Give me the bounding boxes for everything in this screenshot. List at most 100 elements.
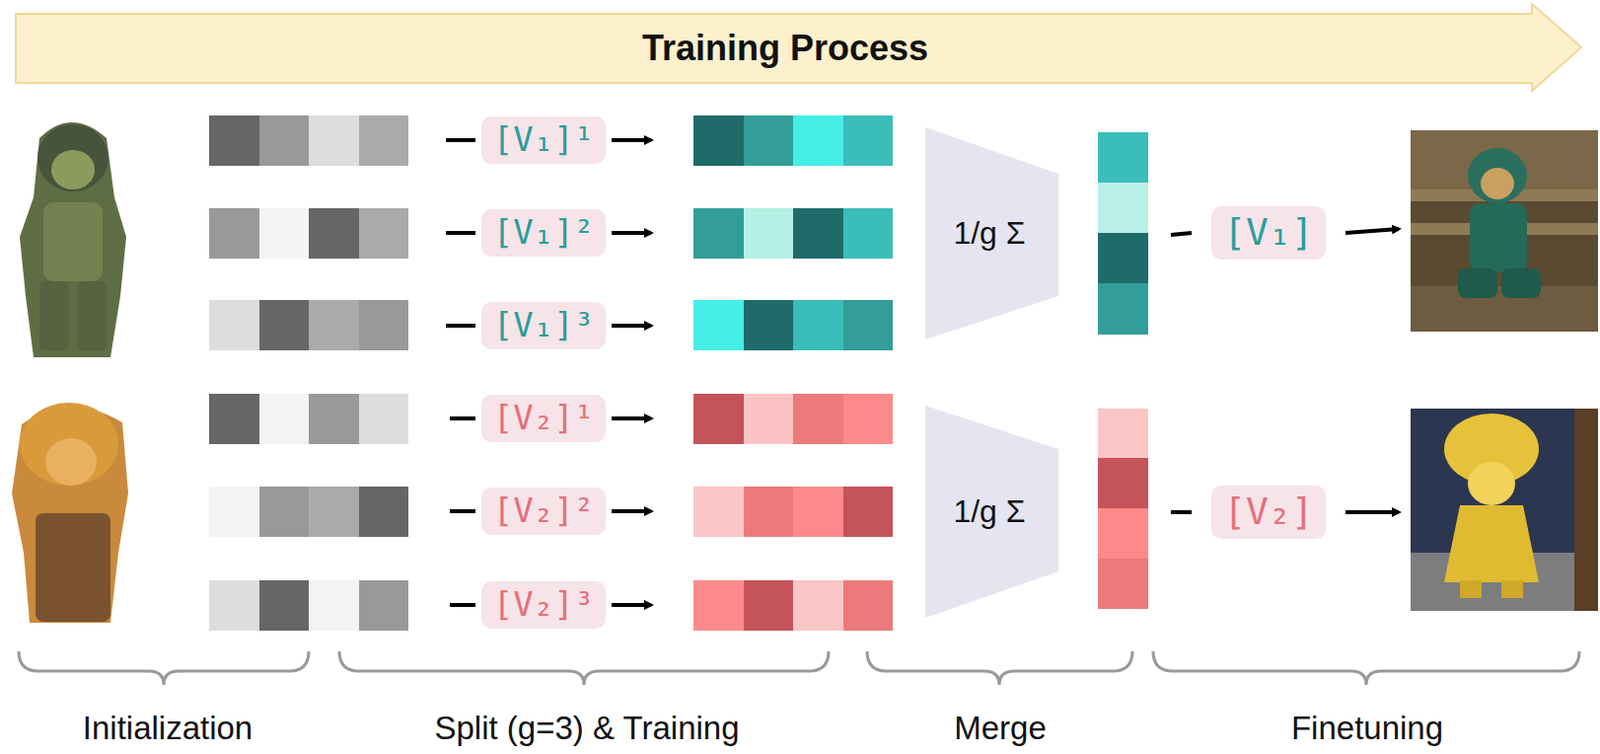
- vector-cell: [209, 580, 260, 631]
- vector-cell: [793, 580, 844, 631]
- vector-cell: [359, 486, 409, 537]
- flow-arrow: [611, 138, 652, 143]
- generated-image: [1410, 408, 1599, 611]
- merge-formula: 1/g Σ: [952, 215, 1025, 252]
- vector-cell: [793, 486, 844, 537]
- vector-cell: [209, 208, 260, 259]
- stage-label: Merge: [953, 709, 1047, 747]
- curly-bracket: [1153, 651, 1580, 685]
- vector-cell: [259, 580, 309, 631]
- token-label: [V₁]²: [493, 210, 594, 256]
- flow-arrow: [611, 230, 652, 235]
- vector-cell: [359, 580, 409, 631]
- vector-cell: [743, 115, 794, 166]
- flow-arrow: [611, 509, 652, 513]
- merge-trapezoid: 1/g Σ: [925, 405, 1059, 618]
- vector-cell: [308, 393, 360, 444]
- flow-arrow: [611, 602, 652, 607]
- vector-cell: [308, 299, 360, 351]
- vector-cell: [1097, 408, 1149, 458]
- statue-photo: [11, 402, 129, 623]
- vector-cell: [359, 115, 409, 166]
- vector-cell: [308, 486, 360, 537]
- vector-cell: [693, 486, 744, 537]
- flow-line: [1170, 232, 1192, 235]
- flow-line: [445, 230, 476, 235]
- vector-cell: [1097, 283, 1149, 335]
- vector-cell: [843, 393, 893, 444]
- vector-cell: [209, 115, 260, 166]
- diagram-title: Training Process: [642, 27, 929, 70]
- curly-bracket: [18, 651, 1580, 685]
- token-label: [V₂]³: [493, 581, 594, 628]
- vector-cell: [793, 299, 844, 351]
- merge-formula: 1/g Σ: [952, 493, 1025, 530]
- vector-cell: [793, 208, 844, 259]
- curly-bracket: [867, 651, 1133, 685]
- token-box: [V₂]²: [481, 487, 606, 535]
- flow-line: [445, 138, 476, 143]
- flow-line: [449, 602, 476, 607]
- token-label: [V₂]²: [493, 488, 594, 534]
- vector-cell: [308, 115, 360, 166]
- vector-cell: [843, 208, 893, 259]
- curly-bracket: [18, 651, 309, 685]
- vector-cell: [209, 393, 260, 444]
- stage-label: Initialization: [82, 709, 253, 747]
- embedding-vector: [209, 115, 409, 631]
- token-label: [V₁]¹: [493, 117, 594, 163]
- vector-cell: [743, 393, 794, 444]
- vector-cell: [308, 580, 360, 631]
- flow-line: [449, 509, 476, 513]
- vector-cell: [1097, 457, 1149, 509]
- merged-vector: [1097, 132, 1149, 609]
- vector-cell: [693, 393, 744, 444]
- token-box: [V₂]³: [481, 581, 606, 629]
- stage-label: Finetuning: [1291, 709, 1444, 747]
- flow-arrow: [1345, 509, 1399, 514]
- vector-cell: [1097, 132, 1149, 183]
- trapezoid-outline: [925, 127, 1059, 340]
- merge-trapezoid: 1/g Σ: [925, 127, 1059, 340]
- vector-cell: [693, 208, 744, 259]
- vector-cell: [259, 486, 309, 537]
- vector-cell: [209, 299, 260, 351]
- token-box: [V₁]: [1211, 206, 1326, 259]
- statue-photo: [19, 122, 127, 358]
- vector-cell: [793, 393, 844, 444]
- flow-arrow: [611, 323, 652, 328]
- curly-bracket: [339, 651, 829, 685]
- vector-cell: [359, 299, 409, 351]
- flow-line: [1170, 509, 1192, 514]
- token-box: [V₁]²: [481, 209, 606, 257]
- stage-label: Split (g=3) & Training: [434, 709, 739, 747]
- token-label: [V₂]¹: [493, 395, 594, 441]
- vector-cell: [1097, 508, 1149, 559]
- vector-cell: [359, 208, 409, 259]
- token-box: [V₂]¹: [481, 394, 606, 442]
- flow-line: [449, 416, 476, 421]
- vector-cell: [743, 208, 794, 259]
- vector-cell: [259, 208, 309, 259]
- token-box: [V₁]¹: [481, 116, 606, 164]
- vector-cell: [308, 208, 360, 259]
- vector-cell: [359, 393, 409, 444]
- vector-cell: [1097, 558, 1149, 609]
- token-label: [V₁]: [1223, 207, 1314, 258]
- trapezoid-outline: [925, 405, 1059, 618]
- flow-arrow: [1345, 228, 1399, 233]
- vector-cell: [743, 299, 794, 351]
- vector-cell: [1097, 232, 1149, 284]
- vector-cell: [693, 580, 744, 631]
- token-box: [V₂]: [1211, 485, 1326, 538]
- flow-lines: [445, 140, 1399, 605]
- generated-image: [1410, 130, 1599, 332]
- vector-cell: [843, 299, 893, 351]
- vector-cell: [793, 115, 844, 166]
- vector-cell: [843, 486, 893, 537]
- vector-cell: [259, 393, 309, 444]
- token-label: [V₂]: [1223, 486, 1314, 537]
- vector-cell: [693, 115, 744, 166]
- flow-line: [445, 323, 476, 328]
